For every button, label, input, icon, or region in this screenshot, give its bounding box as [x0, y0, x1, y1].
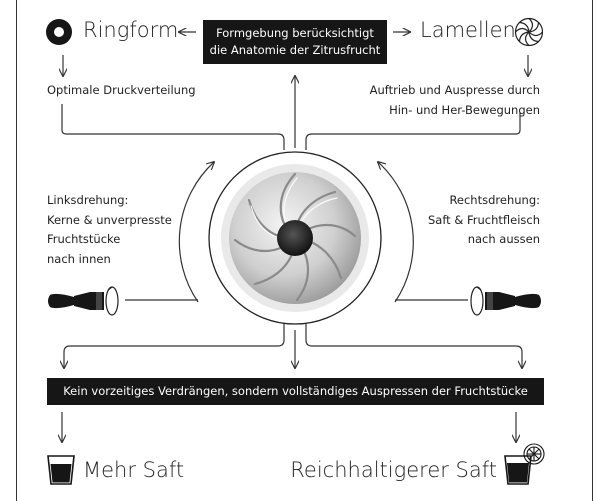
right-border-line [592, 0, 593, 501]
lamellae-icon [514, 17, 544, 47]
optimale-druckverteilung: Optimale Druckverteilung [47, 83, 196, 97]
mehr-saft-title: Mehr Saft [83, 458, 185, 482]
linksdrehung-line-3: Fruchtstücke [47, 232, 121, 246]
auftrieb-line-2: Hin- und Her-Bewegungen [389, 102, 540, 117]
juicer-right-icon [470, 286, 541, 316]
linksdrehung-text: Linksdrehung: Kerne & unverpresste Fruch… [47, 191, 172, 269]
juicer-left-icon [48, 286, 119, 316]
formgebung-box: Formgebung berücksichtigt die Anatomie d… [203, 20, 387, 64]
formgebung-line-1: Formgebung berücksichtigt [216, 26, 374, 40]
reamer-illustration [208, 151, 382, 325]
rechtsdrehung-text: Rechtsdrehung: Saft & Fruchtfleisch nach… [380, 191, 540, 250]
result-banner: Kein vorzeitiges Verdrängen, sondern vol… [47, 378, 544, 405]
ringform-title: Ringform [83, 18, 179, 42]
linksdrehung-line-1: Linksdrehung: [47, 193, 129, 207]
glass-with-lemon-icon [504, 443, 545, 485]
rechtsdrehung-line-2: Saft & Fruchtfleisch [427, 212, 540, 227]
rechtsdrehung-line-1: Rechtsdrehung: [449, 193, 540, 207]
left-border-line [16, 0, 17, 501]
linksdrehung-line-2: Kerne & unverpresste [47, 212, 172, 227]
rechtsdrehung-line-3: nach aussen [467, 232, 540, 246]
linksdrehung-line-4: nach innen [47, 251, 111, 266]
auftrieb-text: Auftrieb und Auspresse durch Hin- und He… [340, 81, 540, 120]
auftrieb-line-1: Auftrieb und Auspresse durch [369, 83, 540, 97]
glass-icon [47, 455, 75, 485]
reichhaltigerer-saft-title: Reichhaltigerer Saft [290, 458, 497, 482]
formgebung-line-2: die Anatomie der Zitrusfrucht [209, 43, 381, 57]
ring-icon [46, 19, 72, 45]
lamellen-title: Lamellen [420, 18, 516, 42]
